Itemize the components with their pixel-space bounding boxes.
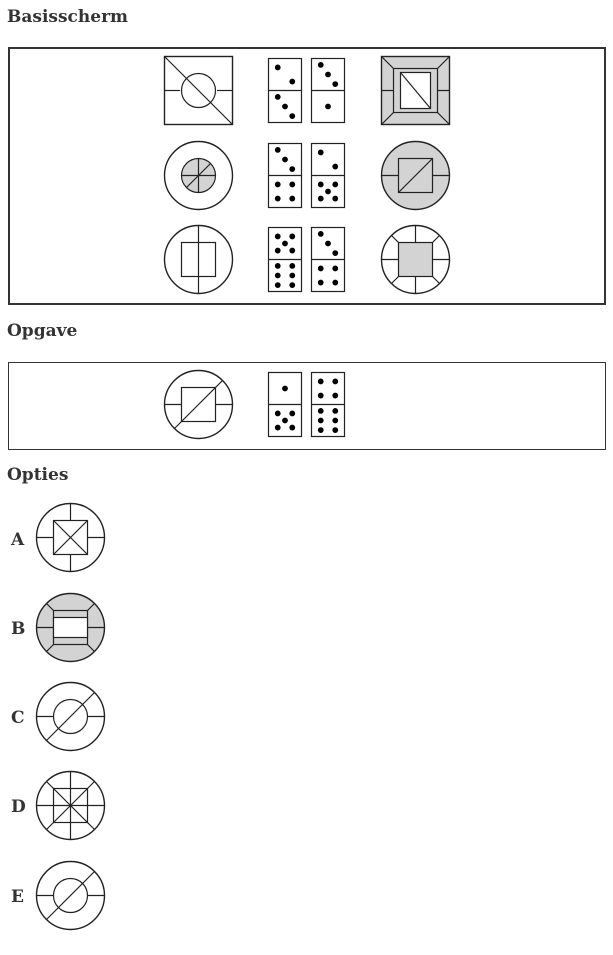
- domino-pip: [289, 195, 296, 202]
- domino-pip: [274, 94, 281, 100]
- base-r2-left-figure: [163, 140, 234, 211]
- domino-pip: [289, 282, 296, 288]
- domino-pip: [289, 166, 296, 172]
- domino: [310, 57, 346, 124]
- option-e-figure[interactable]: [35, 860, 106, 931]
- domino-pip: [325, 71, 331, 78]
- domino-pip: [282, 417, 288, 424]
- domino-pip: [332, 392, 339, 399]
- domino-pip: [282, 240, 288, 247]
- domino-pip: [317, 195, 324, 202]
- heading-base-screen: Basisscherm: [7, 7, 129, 27]
- task-panel: [8, 362, 606, 450]
- heading-options: Opties: [7, 465, 69, 485]
- domino-pip: [289, 78, 296, 85]
- domino: [310, 226, 346, 293]
- domino-pip: [274, 181, 281, 188]
- domino-pip: [332, 408, 339, 414]
- domino-pip: [325, 240, 331, 247]
- base-r1-right-figure: [380, 55, 451, 126]
- domino-pip: [317, 408, 324, 414]
- domino-pip: [274, 263, 281, 269]
- domino-pip: [325, 188, 331, 195]
- domino-pip: [289, 263, 296, 269]
- domino-pip: [282, 385, 288, 392]
- domino-pip: [332, 163, 339, 170]
- option-d-figure[interactable]: [35, 770, 106, 841]
- option-e-label[interactable]: E: [11, 887, 24, 907]
- heading-task: Opgave: [7, 321, 78, 341]
- domino-pip: [317, 392, 324, 399]
- domino-pip: [325, 103, 331, 110]
- domino-pip: [274, 64, 281, 71]
- domino: [267, 142, 303, 209]
- domino-pip: [289, 233, 296, 240]
- domino-pip: [332, 417, 339, 424]
- domino-pip: [317, 149, 324, 156]
- domino-pip: [317, 181, 324, 188]
- domino-pip: [317, 427, 324, 433]
- domino-pip: [274, 424, 281, 431]
- domino-pip: [332, 250, 339, 256]
- option-a-figure[interactable]: [35, 502, 106, 573]
- domino-pip: [289, 410, 296, 417]
- domino: [267, 371, 303, 438]
- domino-pip: [274, 272, 281, 279]
- domino-pip: [332, 427, 339, 433]
- base-r3-left-figure: [163, 224, 234, 295]
- option-b-figure[interactable]: [35, 592, 106, 663]
- domino-pip: [317, 265, 324, 272]
- base-r1-left-figure: [163, 55, 234, 126]
- domino-pip: [274, 195, 281, 202]
- domino-pip: [274, 147, 281, 153]
- domino-pip: [317, 231, 324, 237]
- option-c-figure[interactable]: [35, 681, 106, 752]
- base-r2-right-figure: [380, 140, 451, 211]
- domino-pip: [317, 378, 324, 385]
- domino-pip: [332, 81, 339, 87]
- domino-pip: [317, 417, 324, 424]
- domino-pip: [274, 282, 281, 288]
- domino-pip: [274, 247, 281, 254]
- option-b-label[interactable]: B: [11, 619, 26, 639]
- domino-pip: [289, 247, 296, 254]
- domino-pip: [289, 272, 296, 279]
- domino-pip: [289, 113, 296, 119]
- domino-pip: [289, 181, 296, 188]
- option-d-label[interactable]: D: [11, 797, 26, 817]
- domino-pip: [317, 279, 324, 286]
- domino: [310, 371, 346, 438]
- domino: [310, 142, 346, 209]
- base-r3-right-figure: [380, 224, 451, 295]
- domino-pip: [289, 424, 296, 431]
- domino-pip: [332, 378, 339, 385]
- domino-pip: [274, 233, 281, 240]
- option-c-label[interactable]: C: [11, 708, 25, 728]
- domino-pip: [282, 103, 288, 110]
- domino: [267, 57, 303, 124]
- domino-pip: [317, 62, 324, 68]
- domino-pip: [332, 265, 339, 272]
- domino-pip: [282, 156, 288, 163]
- option-a-label[interactable]: A: [11, 530, 25, 550]
- domino-pip: [332, 279, 339, 286]
- domino: [267, 226, 303, 293]
- domino-pip: [274, 410, 281, 417]
- domino-pip: [332, 195, 339, 202]
- base-screen-panel: [8, 47, 606, 305]
- domino-pip: [332, 181, 339, 188]
- task-figure: [163, 369, 234, 440]
